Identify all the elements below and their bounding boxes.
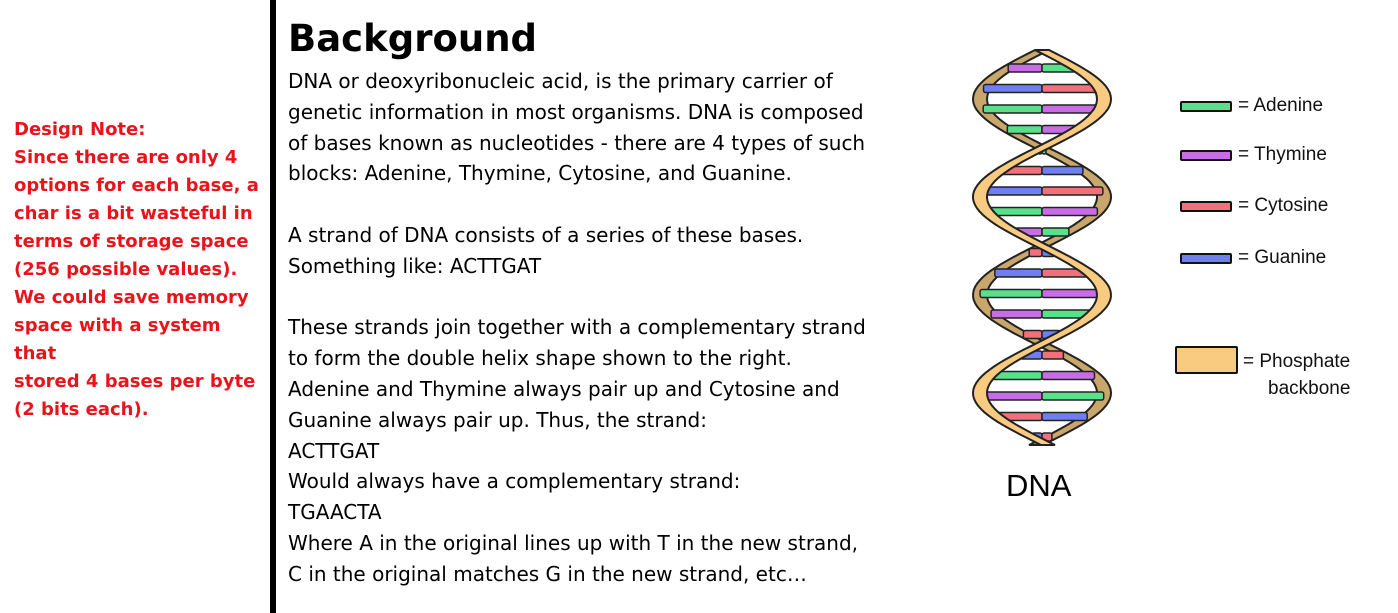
base-pair [996,411,1088,422]
cytosine-base [1028,247,1043,258]
guanine-base [994,268,1043,278]
adenine-base [1006,124,1043,135]
thymine-base [1007,63,1043,73]
design-note-line: stored 4 bases per byte [14,371,256,392]
guanine-base [1041,411,1088,422]
base-pair [982,104,1102,114]
legend-thymine: = Thymine [1180,142,1327,168]
thymine-swatch [1180,149,1232,161]
cytosine-base [1041,350,1065,360]
thymine-base [1041,288,1105,299]
paragraph-line: Guanine always pair up. Thus, the strand… [288,407,707,432]
cytosine-swatch [1180,200,1232,212]
paragraph-line: Where A in the original lines up with T … [288,530,859,555]
base-pair [1000,165,1084,176]
legend-cytosine: = Cytosine [1180,193,1328,219]
backbone-swatch [1175,346,1238,374]
legend-guanine-label: = Guanine [1238,247,1327,268]
base-pair [994,268,1090,278]
base-pair [990,309,1094,319]
adenine-base [982,104,1043,114]
paragraph-line: C in the original matches G in the new s… [288,561,807,586]
page-title: Background [288,17,538,60]
thymine-base [1041,370,1096,381]
thymine-base [979,391,1043,401]
design-note-line: Design Note: [14,119,146,140]
adenine-base [979,288,1043,299]
legend-backbone-line2: backbone [1268,378,1351,399]
design-note-line: options for each base, a [14,175,259,196]
paragraph-line: to form the double helix shape shown to … [288,346,792,371]
paragraph-gap [288,189,908,220]
paragraph-line: Something like: ACTTGAT [288,253,542,278]
background-text: DNA or deoxyribonucleic acid, is the pri… [288,66,908,590]
thymine-base [1041,206,1099,217]
dna-label: DNA [1006,468,1072,503]
adenine-swatch [1180,100,1232,112]
legend-adenine-label: = Adenine [1238,95,1324,116]
paragraph-line: DNA or deoxyribonucleic acid, is the pri… [288,69,833,93]
paragraph-line: Would always have a complementary strand… [288,469,741,494]
legend-cytosine-label: = Cytosine [1238,195,1329,216]
legend-adenine: = Adenine [1180,93,1323,119]
guanine-base [982,83,1043,94]
design-note-line: (2 bits each). [14,399,149,420]
guanine-base [1041,165,1084,176]
guanine-swatch [1180,252,1232,264]
paragraph-line: of bases known as nucleotides - there ar… [288,130,866,155]
cytosine-base [1041,186,1104,196]
base-pair [979,288,1105,299]
design-note-line: We could save memory [14,287,249,308]
base-pair [985,206,1099,217]
paragraph-line: genetic information in most organisms. D… [288,99,864,124]
thymine-base [990,309,1043,319]
base-pair [980,186,1104,196]
dna-helix-illustration [971,49,1113,446]
legend-guanine: = Guanine [1180,245,1326,271]
design-note: Design Note: Since there are only 4 option… [14,116,264,424]
base-pair [988,370,1096,381]
adenine-base [1041,391,1105,401]
design-note-line: char is a bit wasteful in [14,203,253,224]
paragraph-line: TGAACTA [288,500,382,525]
paragraph-line: These strands join together with a compl… [288,315,866,340]
legend-thymine-label: = Thymine [1238,144,1327,165]
design-note-line: (256 possible values). [14,259,238,280]
design-note-line: Since there are only 4 [14,147,238,168]
cytosine-base [1022,329,1043,340]
paragraph-line: blocks: Adenine, Thymine, Cytosine, and … [288,161,792,186]
vertical-divider [270,0,276,613]
legend-backbone-line1: = Phosphate [1243,351,1351,372]
backbone-strand-front [971,49,1113,446]
adenine-base [1041,227,1070,237]
base-pair [982,83,1102,94]
paragraph-gap [288,282,908,313]
paragraph-line: A strand of DNA consists of a series of … [288,222,804,247]
legend-backbone-label: = Phosphate backbone [1243,348,1398,402]
design-note-line: space with a system that [14,315,221,364]
paragraph-line: ACTTGAT [288,438,380,463]
design-note-line: terms of storage space [14,231,249,252]
paragraph-line: Adenine and Thymine always pair up and C… [288,376,840,401]
base-pair [979,391,1105,401]
